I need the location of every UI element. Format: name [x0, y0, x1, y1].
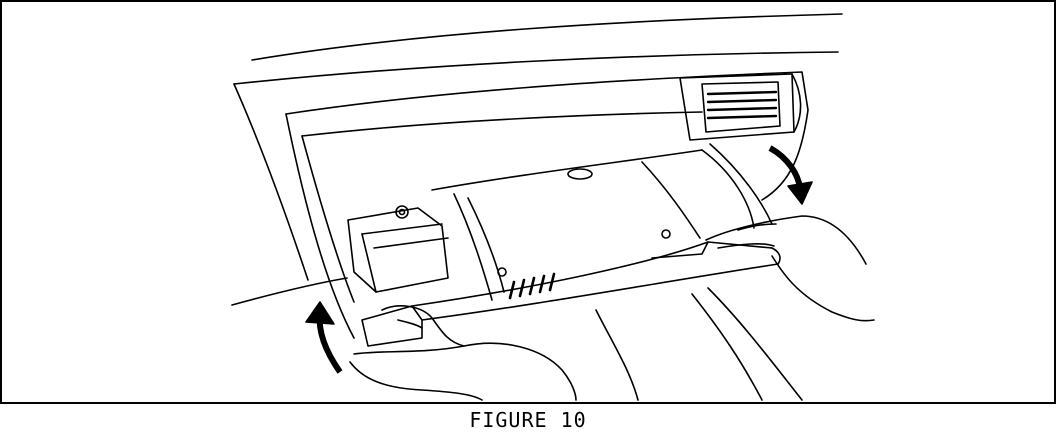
figure-caption: FIGURE 10 [469, 408, 587, 432]
side-panel-outline [234, 84, 308, 280]
figure-frame [0, 0, 1056, 404]
glovebox-bin-inner [468, 198, 504, 292]
glovebox-cavity-right [702, 150, 754, 228]
glovebox-removal-illustration [2, 2, 1054, 402]
dash-face-outline [286, 72, 808, 200]
dash-face-inner [302, 112, 702, 136]
glovebox-cavity-curve [710, 144, 772, 224]
air-vent [680, 74, 801, 140]
curved-arrow-up-icon [306, 302, 340, 372]
glovebox-bin-outline [454, 162, 700, 300]
lower-dash-line-3 [708, 288, 802, 400]
curved-arrow-down-icon [770, 148, 812, 204]
glovebox-door-lip [652, 242, 708, 258]
lower-dash-line-1 [596, 310, 638, 400]
lower-dash-line-2 [692, 294, 762, 400]
dash-left-edge-inner [302, 136, 354, 302]
glovebox-door-top [412, 242, 772, 306]
left-hand [350, 306, 576, 400]
dashboard-upper-curve [234, 52, 838, 84]
dash-left-edge [286, 114, 354, 338]
dashboard-top-line [252, 14, 842, 60]
bin-screw [662, 230, 670, 238]
glovebox-door-bottom [422, 264, 778, 320]
bin-hole [498, 268, 506, 276]
glovebox-door-edge [772, 248, 780, 264]
floor-line [232, 278, 347, 305]
glovebox-cavity-top [432, 150, 702, 190]
latch-striker [568, 169, 592, 179]
right-hand [706, 216, 874, 321]
hinge-block [348, 206, 448, 292]
door-hinge-tab [362, 306, 422, 346]
